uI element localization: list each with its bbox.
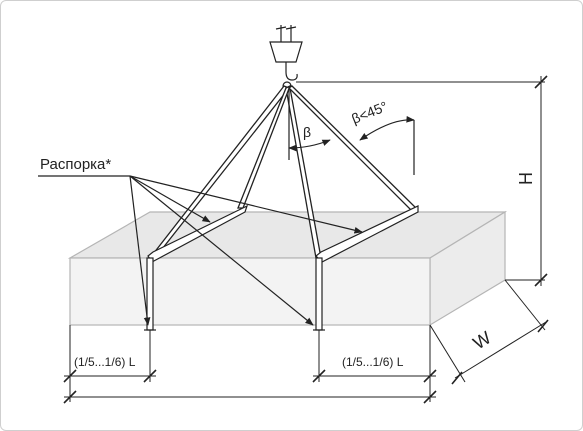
- offset-dimensions: [63, 325, 437, 404]
- cargo-front-face: [69, 257, 431, 326]
- height-label: H: [516, 172, 536, 185]
- width-dimension: [429, 279, 549, 385]
- width-label: W: [470, 327, 495, 353]
- offset-right-label: (1/5...1/6) L: [342, 355, 404, 369]
- sling-back-left: [237, 84, 292, 209]
- spreader-label: Распорка*: [40, 156, 111, 173]
- crane-hook-icon: [269, 25, 303, 91]
- angle-beta-limit: [359, 115, 415, 175]
- label-pointers: [38, 175, 363, 326]
- angle-beta: [288, 88, 331, 160]
- angle-limit-label: β<45°: [349, 98, 390, 127]
- cargo-block: [67, 210, 508, 327]
- height-dimension: [296, 75, 548, 287]
- hanger-right: [315, 257, 323, 331]
- angle-beta-label: β: [303, 124, 311, 140]
- offset-left-label: (1/5...1/6) L: [74, 355, 136, 369]
